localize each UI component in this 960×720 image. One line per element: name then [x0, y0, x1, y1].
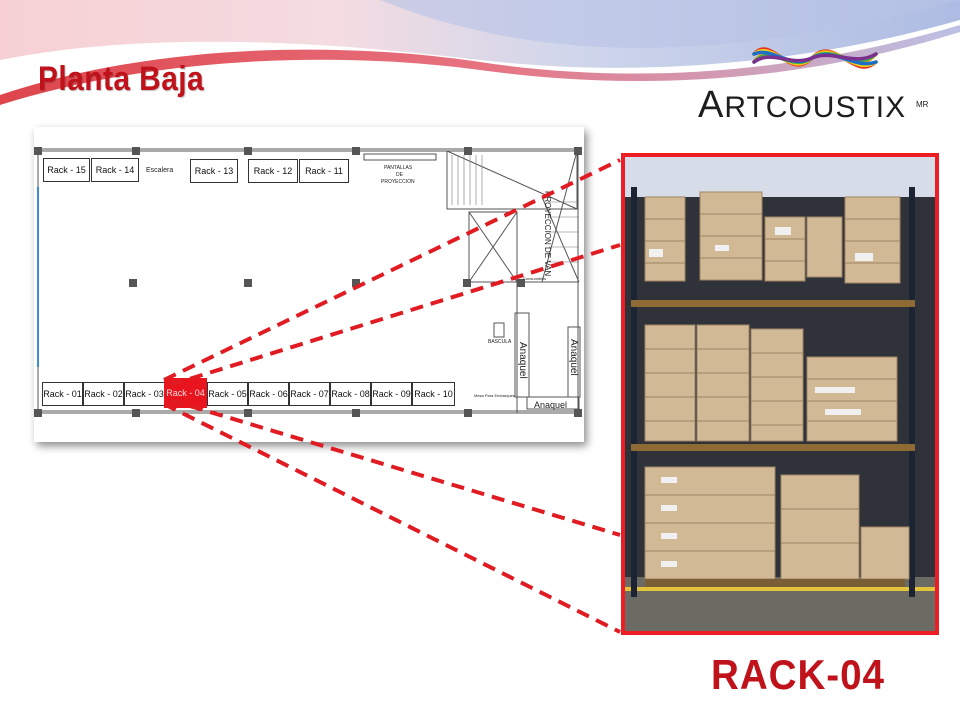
rack-15[interactable]: Rack - 15	[43, 158, 90, 182]
logo-wave-icon	[752, 47, 878, 69]
rack-07[interactable]: Rack - 07	[289, 382, 330, 406]
rack-03[interactable]: Rack - 03	[124, 382, 165, 406]
rack-12[interactable]: Rack - 12	[248, 159, 298, 183]
logo-brand-first: A	[698, 84, 725, 126]
logo-wave-stroke	[752, 52, 878, 64]
floor-plan: Rack - 15 Rack - 14 Rack - 13 Rack - 12 …	[34, 127, 584, 442]
proyeccion-label: PROYECCION	[381, 179, 415, 185]
rack-02[interactable]: Rack - 02	[83, 382, 124, 406]
rack-14[interactable]: Rack - 14	[91, 158, 139, 182]
rack-05[interactable]: Rack - 05	[207, 382, 248, 406]
consumibles-label: Consumibles	[523, 276, 547, 281]
logo-mark: MR	[916, 100, 929, 109]
rack-06[interactable]: Rack - 06	[248, 382, 289, 406]
anaquel-right-label: Anaquel	[568, 339, 579, 376]
logo-wordmark: ARTCOUSTIX	[698, 84, 906, 127]
rack-01[interactable]: Rack - 01	[42, 382, 83, 406]
rack-11[interactable]: Rack - 11	[299, 159, 349, 183]
rack-09[interactable]: Rack - 09	[371, 382, 412, 406]
rack-04-photo	[621, 153, 939, 635]
escalera-label: Escalera	[146, 167, 174, 174]
rack-10[interactable]: Rack - 10	[412, 382, 455, 406]
de-label: DE	[396, 172, 403, 178]
anaquel-bottom-label: Anaquel	[534, 400, 568, 410]
anaquel-left-label: Anaquel	[517, 342, 528, 379]
bascula-label: BASCULA	[488, 339, 512, 345]
logo-brand-rest: RTCOUSTIX	[724, 91, 907, 124]
slide-title: Planta Baja	[38, 60, 205, 98]
mesa-label: Mesa Para Embarques	[474, 393, 515, 398]
rack-08[interactable]: Rack - 08	[330, 382, 371, 406]
rack-04-highlighted[interactable]: Rack - 04	[164, 378, 207, 408]
warehouse-shelf-illustration	[625, 157, 935, 631]
pantallas-label: PANTALLAS	[384, 165, 413, 171]
rack-caption: RACK-04	[711, 651, 885, 698]
proyeccion-vertical-label: PROYECCION DE VAN	[543, 191, 552, 277]
rack-13[interactable]: Rack - 13	[190, 159, 238, 183]
